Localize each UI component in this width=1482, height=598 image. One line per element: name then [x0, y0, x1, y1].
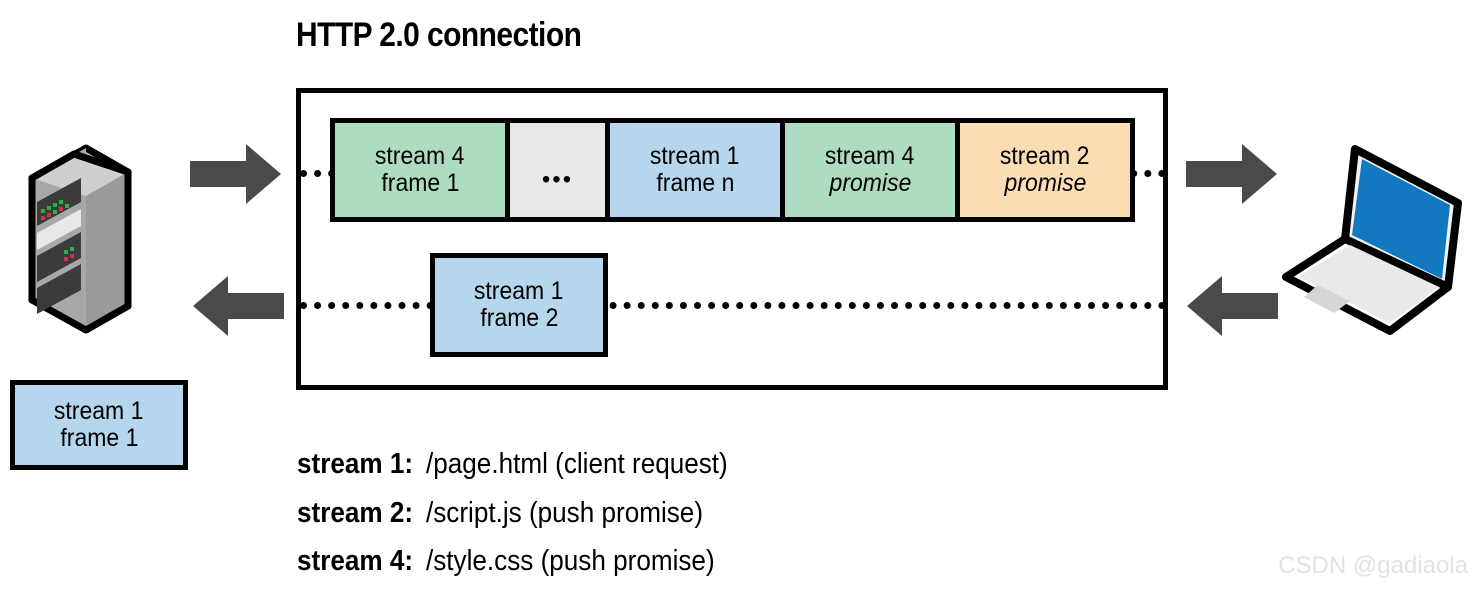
frame-sequence: stream 4 frame 1 ••• stream 1 frame n st… — [330, 118, 1135, 222]
arrow-right-to-client-icon — [1186, 143, 1278, 205]
frame-label-line2: promise — [829, 169, 911, 197]
frame-label-line2: frame 2 — [480, 304, 558, 332]
frame-label-line2: promise — [1004, 169, 1086, 197]
legend-stream-description: /page.html (client request) — [425, 448, 728, 480]
frame-label-line2: frame 1 — [381, 169, 459, 197]
arrow-right-to-connection-icon — [190, 143, 282, 205]
frame-stream4-frame1[interactable]: stream 4 frame 1 — [335, 123, 510, 217]
frame-label-line1: stream 1 — [54, 397, 144, 425]
frame-stream1-frame2[interactable]: stream 1 frame 2 — [430, 253, 608, 357]
server-tower-icon — [24, 130, 136, 353]
frame-label-line1: stream 4 — [375, 142, 465, 170]
inbound-transport-line-icon — [300, 302, 1166, 309]
legend-stream-label: stream 1: — [297, 448, 414, 480]
frame-ellipsis[interactable]: ••• — [510, 123, 610, 217]
frame-stream1-frame1-queued[interactable]: stream 1 frame 1 — [10, 380, 188, 470]
laptop-icon — [1272, 135, 1478, 350]
legend-item-stream1: stream 1: /page.html (client request) — [297, 440, 761, 489]
legend-item-stream2: stream 2: /script.js (push promise) — [297, 489, 761, 538]
frame-label-line2: frame 1 — [60, 424, 138, 452]
watermark: CSDN @gadiaola — [1278, 552, 1468, 579]
frame-stream4-promise[interactable]: stream 4 promise — [785, 123, 960, 217]
frame-label-line1: stream 1 — [474, 277, 564, 305]
stream-legend: stream 1: /page.html (client request) str… — [297, 440, 761, 586]
frame-stream2-promise[interactable]: stream 2 promise — [960, 123, 1130, 217]
frame-label-line2: frame n — [656, 169, 734, 197]
frame-label-line1: stream 1 — [650, 142, 740, 170]
frame-label-line1: stream 4 — [825, 142, 915, 170]
ellipsis-icon: ••• — [541, 166, 574, 193]
frame-stream1-framen[interactable]: stream 1 frame n — [610, 123, 785, 217]
arrow-left-to-server-icon — [192, 275, 284, 337]
legend-item-stream4: stream 4: /style.css (push promise) — [297, 537, 761, 586]
legend-stream-description: /script.js (push promise) — [425, 496, 703, 529]
legend-stream-label: stream 4: — [297, 545, 414, 578]
frame-label-line1: stream 2 — [1000, 142, 1090, 170]
arrow-left-from-client-icon — [1186, 275, 1278, 337]
page-title: HTTP 2.0 connection — [296, 16, 582, 54]
legend-stream-description: /style.css (push promise) — [425, 545, 715, 578]
legend-stream-label: stream 2: — [297, 496, 414, 529]
